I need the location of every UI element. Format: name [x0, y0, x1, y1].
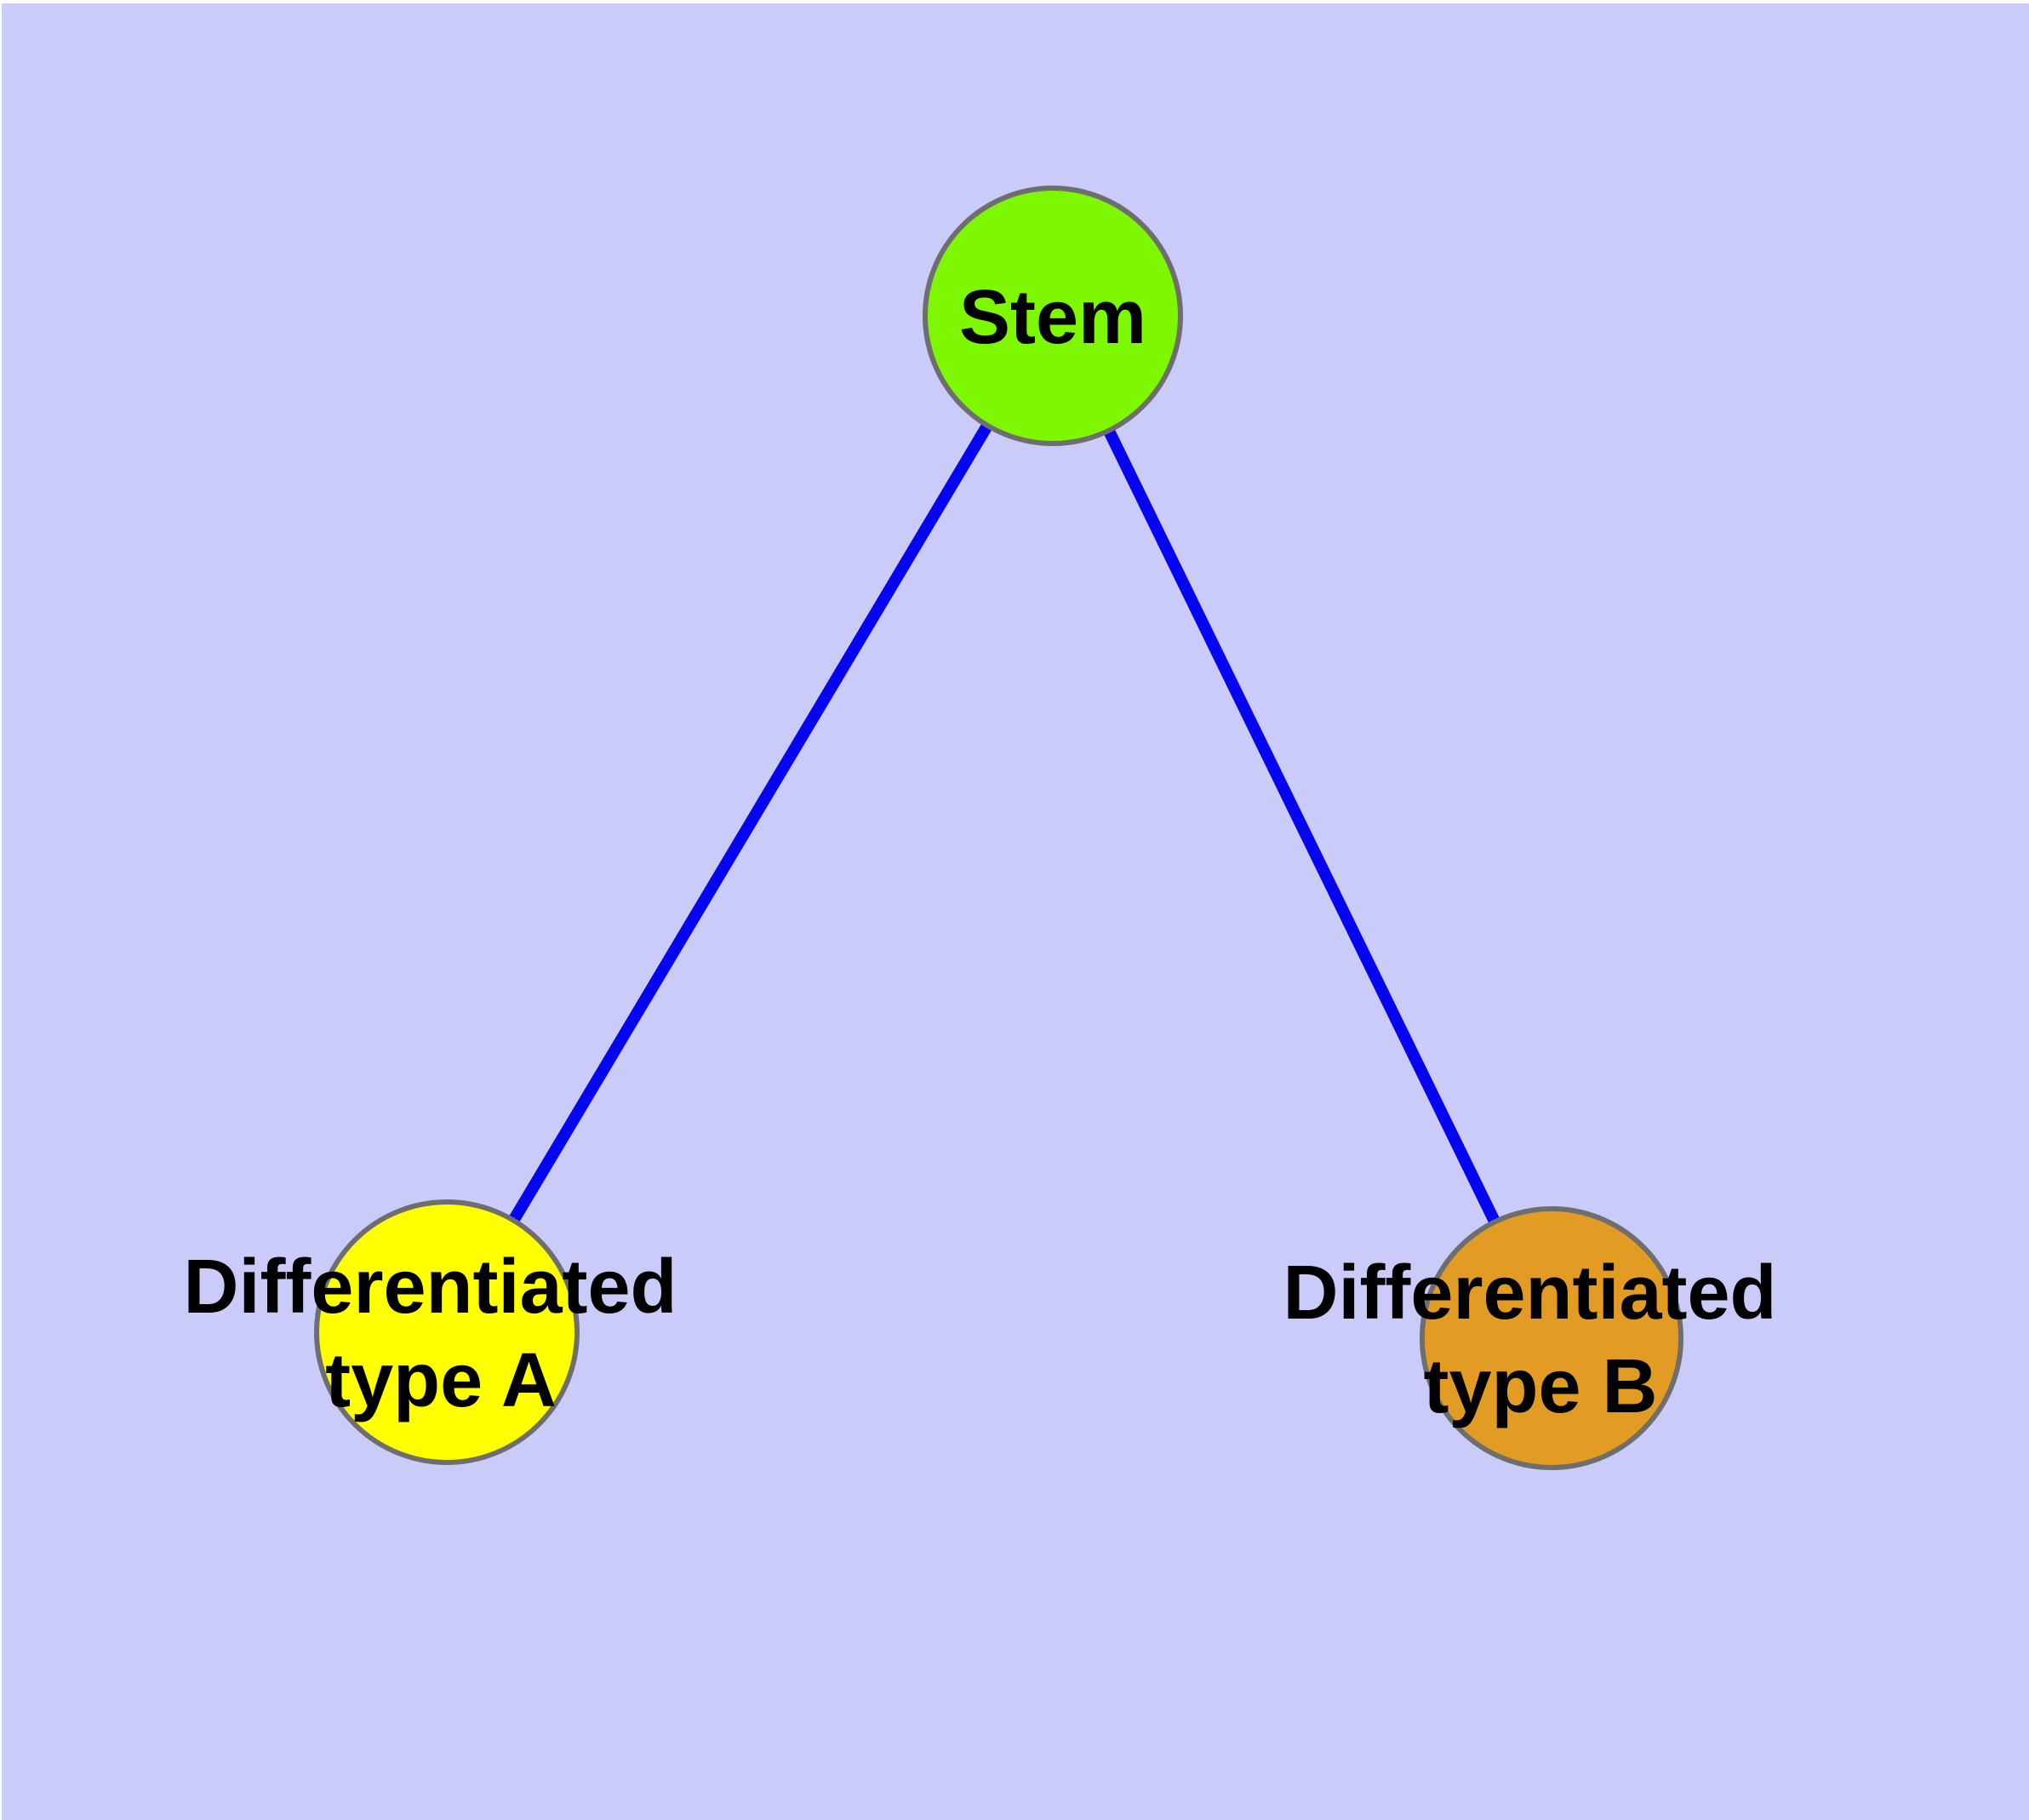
node-differentiated-type-b	[1420, 1206, 1683, 1470]
node-differentiated-type-b-label: Differentiated type B	[1283, 1251, 1798, 1429]
node-differentiated-type-a-label-line1: Differentiated	[183, 1245, 677, 1330]
node-stem	[923, 186, 1183, 446]
node-differentiated-type-a-label: Differentiated type A	[183, 1245, 698, 1423]
edge-stem-to-type-b	[1047, 312, 1557, 1342]
node-differentiated-type-a-label-line2: type A	[325, 1338, 557, 1423]
node-stem-label-line1: Stem	[959, 275, 1146, 360]
node-differentiated-type-a	[314, 1199, 580, 1465]
node-differentiated-type-b-label-line2: type B	[1423, 1344, 1657, 1429]
edge-stem-to-type-a	[441, 312, 1059, 1336]
node-differentiated-type-b-label-line1: Differentiated	[1283, 1251, 1776, 1336]
node-stem-label: Stem	[959, 275, 1146, 360]
